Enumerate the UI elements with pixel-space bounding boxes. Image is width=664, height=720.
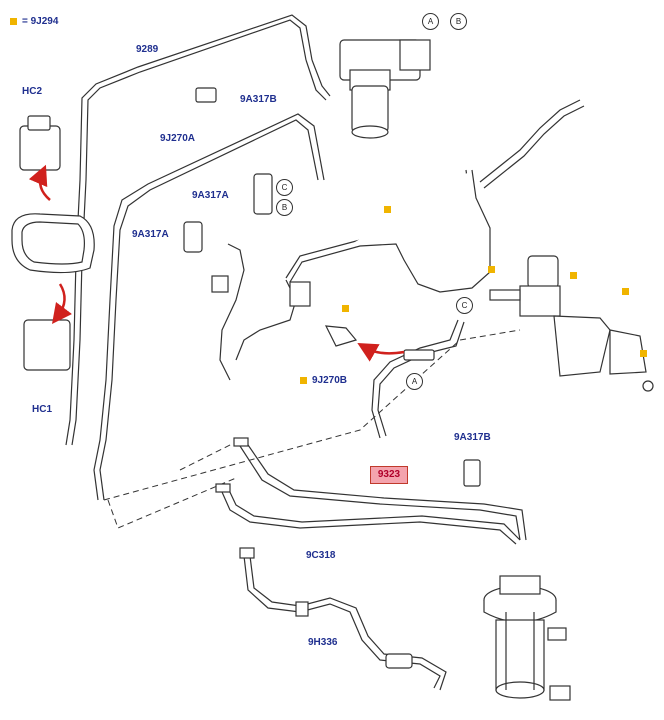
fuel-line-9289: [65, 14, 331, 446]
marker-bracket: [622, 288, 629, 295]
marker-bolt: [488, 266, 495, 273]
fuel-regulator-assembly: [285, 99, 654, 392]
callout-a-lower: A: [406, 373, 423, 390]
callout-a-top: A: [422, 13, 439, 30]
label-hc2: HC2: [22, 86, 43, 97]
legend-marker: [10, 18, 17, 25]
marker-clip: [342, 305, 349, 312]
fuel-line-9j270a: [93, 113, 325, 501]
label-9j270a: 9J270A: [160, 133, 196, 144]
callout-b-top: B: [450, 13, 467, 30]
marker-upper: [384, 206, 391, 213]
callout-c-upper: C: [276, 179, 293, 196]
label-9289: 9289: [136, 44, 159, 55]
marker-9j270b: [300, 377, 307, 384]
fuel-line-9c318: [215, 483, 521, 545]
label-hc1: HC1: [32, 404, 53, 415]
marker-bracket-bolt: [640, 350, 647, 357]
hose-connectors: [11, 115, 95, 371]
label-9323-highlighted: 9323: [370, 466, 408, 484]
label-9a317b-top: 9A317B: [240, 94, 277, 105]
label-9a317b-bottom: 9A317B: [454, 432, 491, 443]
callout-b-upper: B: [276, 199, 293, 216]
label-9j270b: 9J270B: [312, 375, 348, 386]
label-9c318: 9C318: [306, 550, 336, 561]
label-9a317a-lower: 9A317A: [132, 229, 169, 240]
sensor-harness: [211, 243, 311, 381]
callout-c-lower: C: [456, 297, 473, 314]
marker-regulator: [570, 272, 577, 279]
clips: [183, 87, 481, 487]
legend-text: = 9J294: [22, 16, 59, 27]
fuel-line-9j270b: [371, 319, 465, 439]
label-9a317a-upper: 9A317A: [192, 190, 229, 201]
fuel-filter-housing: [339, 39, 431, 139]
fuel-pump-module: [483, 575, 571, 701]
label-9h336: 9H336: [308, 637, 338, 648]
direction-arrows: [28, 164, 405, 362]
fuel-line-9323: [233, 437, 527, 541]
wiring-harness-9h336: [239, 547, 447, 691]
